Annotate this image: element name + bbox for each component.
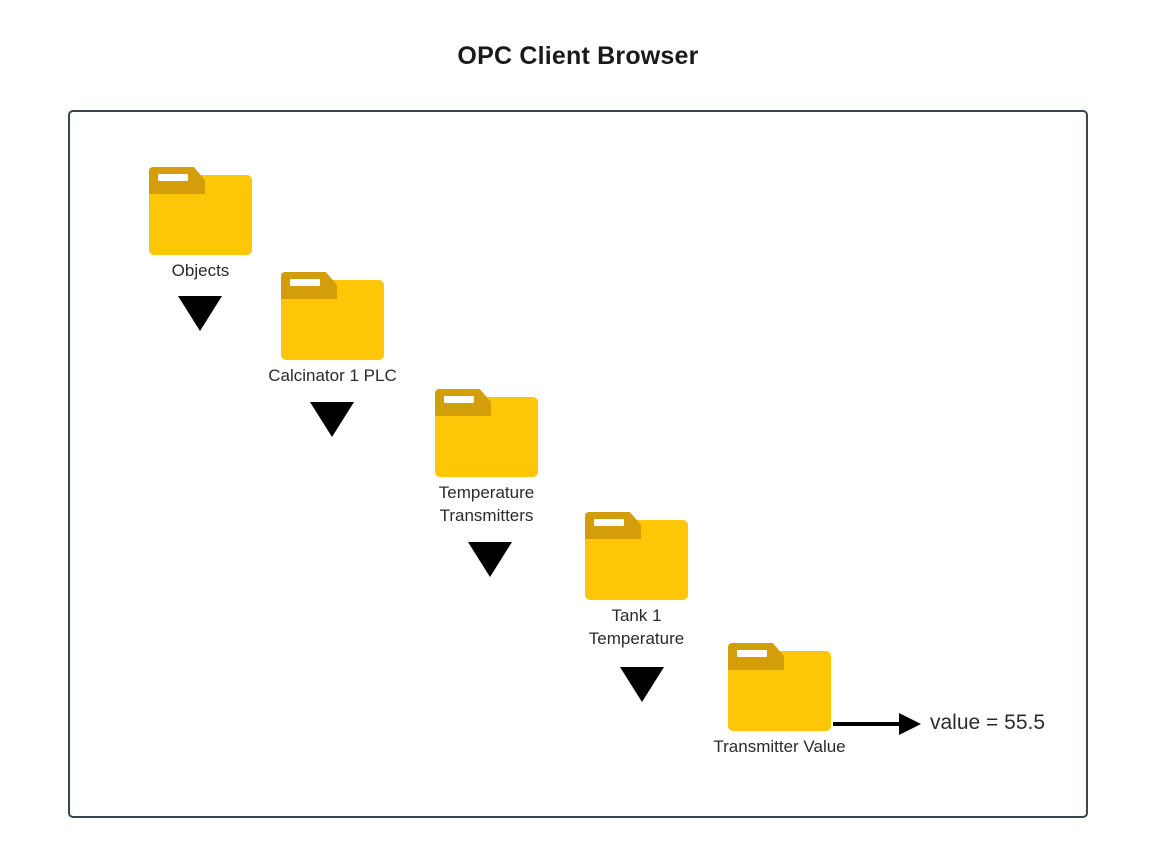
folder-tab-slot <box>444 396 474 403</box>
folder-icon[interactable] <box>435 389 538 477</box>
folder-tab <box>585 512 641 539</box>
folder-tab-slot <box>290 279 320 286</box>
folder-tab-slot <box>594 519 624 526</box>
value-readout: value = 55.5 <box>930 711 1046 734</box>
node-label-objects: Objects <box>171 261 230 280</box>
node-objects[interactable]: Objects <box>149 167 252 280</box>
node-label-tank-1-temperature: Tank 1 Temperature <box>589 604 684 650</box>
node-temperature-transmitters[interactable]: Temperature Transmitters <box>435 389 538 525</box>
folder-body-top <box>776 651 831 661</box>
node-label-calcinator-1-plc: Calcinator 1 PLC <box>268 366 397 385</box>
node-label-line-1: Temperature <box>438 483 535 502</box>
node-label-line-2: Temperature <box>588 629 685 648</box>
node-label-temperature-transmitters: Temperature Transmitters <box>439 481 534 527</box>
folder-tab-slot <box>158 174 188 181</box>
node-tank-1-temperature[interactable]: Tank 1 Temperature <box>585 512 688 648</box>
folder-body-top <box>197 175 252 185</box>
folder-tab-slot <box>737 650 767 657</box>
folder-icon[interactable] <box>728 643 831 731</box>
node-calcinator-1-plc[interactable]: Calcinator 1 PLC <box>268 272 397 385</box>
page-title: OPC Client Browser <box>457 42 699 70</box>
folder-body-top <box>483 397 538 407</box>
arrow-right-icon-head <box>899 713 921 735</box>
diagram-canvas-frame: Objects Calcinator 1 PLC Temperature Tra… <box>68 110 1088 818</box>
folder-icon[interactable] <box>281 272 384 360</box>
node-label-transmitter-value: Transmitter Value <box>713 737 846 756</box>
triangle-down-icon <box>620 667 664 702</box>
folder-tab <box>728 643 784 670</box>
node-transmitter-value[interactable]: Transmitter Value <box>713 643 846 756</box>
triangle-down-icon <box>468 542 512 577</box>
node-label-line-1: Tank 1 <box>611 606 662 625</box>
folder-icon[interactable] <box>149 167 252 255</box>
folder-icon[interactable] <box>585 512 688 600</box>
folder-body-top <box>633 520 688 530</box>
arrow-right-icon-line <box>833 722 901 726</box>
folder-tab <box>281 272 337 299</box>
triangle-down-icon <box>178 296 222 331</box>
node-label-line-2: Transmitters <box>439 506 534 525</box>
folder-tab <box>435 389 491 416</box>
folder-body-top <box>329 280 384 290</box>
triangle-down-icon <box>310 402 354 437</box>
folder-tab <box>149 167 205 194</box>
